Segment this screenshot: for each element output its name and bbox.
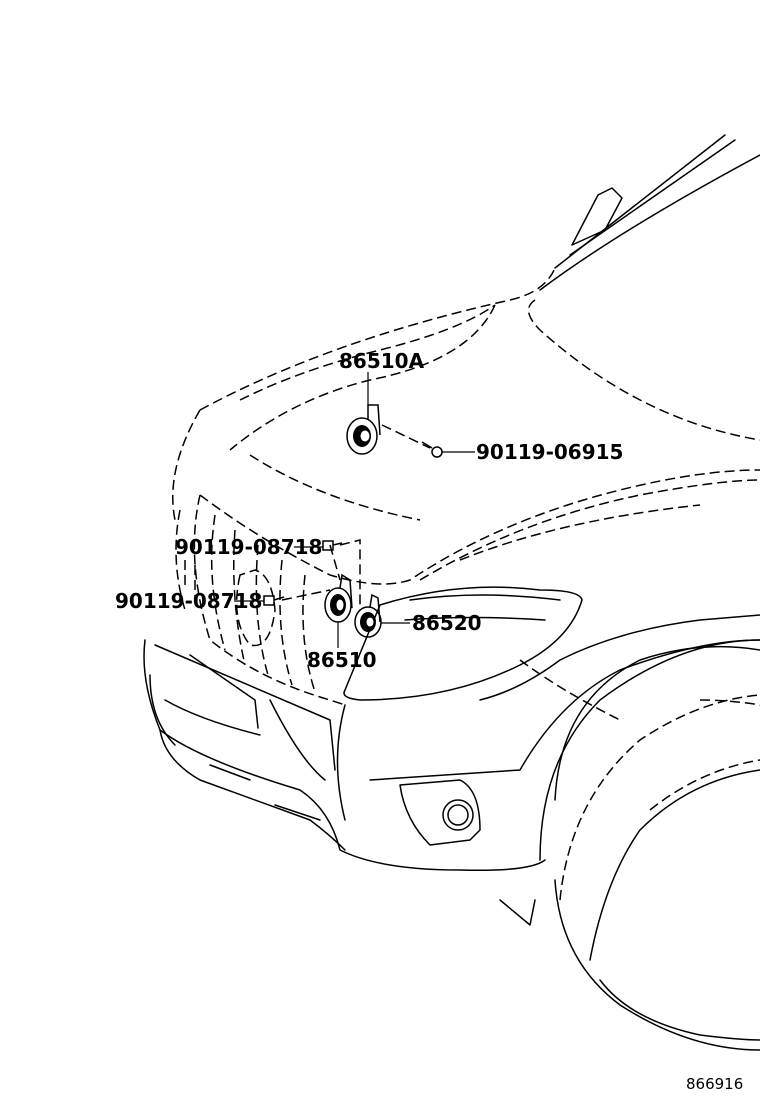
horn-86520: [354, 593, 382, 638]
bolt-90119-08718-upper: [322, 540, 343, 551]
bolt-90119-06915: [421, 441, 443, 458]
installation-lines: [184, 424, 431, 610]
leader-lines: [234, 372, 475, 648]
label-90119-06915: 90119-06915: [476, 440, 623, 464]
illustration-code: 866916: [686, 1075, 743, 1093]
horn-86510A: [346, 404, 381, 455]
bolt-90119-08718-lower: [263, 595, 285, 606]
vehicle-outline: [143, 134, 760, 1051]
label-86510: 86510: [307, 648, 377, 672]
label-90119-08718-lower: 90119-08718: [115, 589, 262, 613]
label-90119-08718-upper: 90119-08718: [175, 535, 322, 559]
label-86520: 86520: [412, 611, 482, 635]
horn-86510: [324, 573, 353, 623]
label-86510A: 86510A: [339, 349, 425, 373]
